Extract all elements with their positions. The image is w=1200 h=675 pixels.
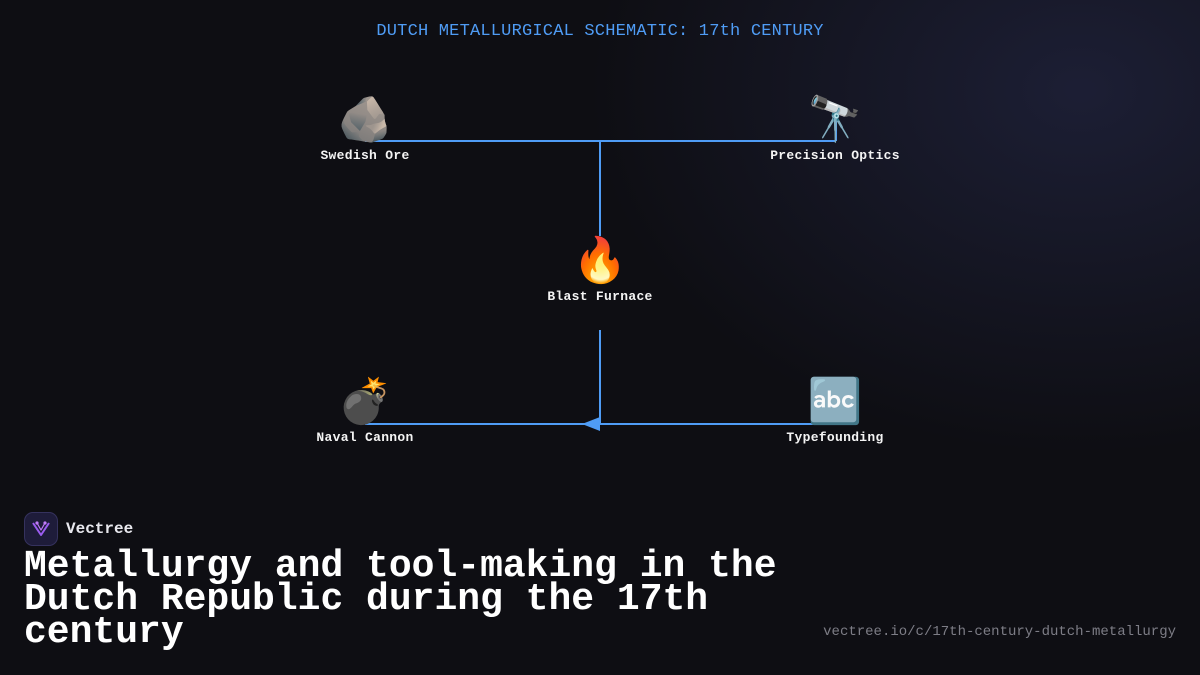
abc-letters-icon: 🔤: [807, 376, 863, 427]
brand-name: Vectree: [66, 520, 134, 538]
telescope-icon: 🔭: [807, 94, 863, 145]
node-label: Blast Furnace: [547, 289, 653, 304]
vectree-logo-icon: [24, 512, 58, 546]
node-label: Naval Cannon: [316, 430, 414, 445]
bomb-icon: 💣: [337, 376, 393, 427]
node-swedish-ore: 🪨 Swedish Ore: [265, 92, 465, 163]
node-label: Typefounding: [786, 430, 884, 445]
fire-icon: 🔥: [572, 235, 628, 286]
node-precision-optics: 🔭 Precision Optics: [735, 92, 935, 163]
node-label: Precision Optics: [770, 148, 900, 163]
node-blast-furnace: 🔥 Blast Furnace: [500, 233, 700, 304]
source-url: vectree.io/c/17th-century-dutch-metallur…: [823, 624, 1176, 640]
node-naval-cannon: 💣 Naval Cannon: [265, 374, 465, 445]
page-title: Metallurgy and tool-making in the Dutch …: [24, 545, 777, 654]
diagram-title: DUTCH METALLURGICAL SCHEMATIC: 17th CENT…: [376, 22, 824, 41]
node-typefounding: 🔤 Typefounding: [735, 374, 935, 445]
brand: Vectree: [24, 512, 133, 546]
rock-icon: 🪨: [337, 94, 393, 145]
flow-arrowhead: [582, 417, 600, 431]
node-label: Swedish Ore: [320, 148, 410, 163]
